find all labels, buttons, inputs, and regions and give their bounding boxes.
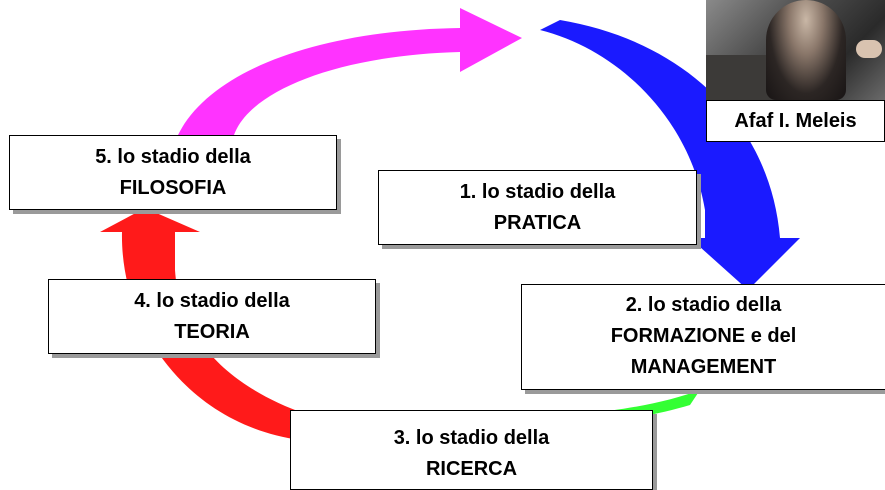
- arrow-magenta: [178, 8, 522, 135]
- arrow-blue: [540, 20, 800, 290]
- stage-4-line2: TEORIA: [174, 320, 250, 343]
- stage-4-line1: 4. lo stadio della: [134, 289, 290, 312]
- stage-1-line2: PRATICA: [493, 211, 582, 234]
- stage-3-line2: RICERCA: [425, 458, 518, 480]
- stage-2-line2: FORMAZIONE e del: [610, 325, 797, 347]
- stage-1-box: 1. lo stadio della PRATICA: [378, 170, 697, 245]
- stage-3-box: 3. lo stadio della RICERCA: [290, 410, 653, 490]
- person-shape: [766, 0, 846, 100]
- portrait-photo: [706, 0, 885, 100]
- arrow-red: [100, 208, 370, 440]
- stage-5-line2: FILOSOFIA: [119, 176, 227, 199]
- hand-shape: [856, 40, 882, 58]
- stage-5-line1: 5. lo stadio della: [95, 145, 251, 168]
- stage-3-line1: 3. lo stadio della: [393, 427, 550, 449]
- stage-2-box: 2. lo stadio della FORMAZIONE e del MANA…: [521, 284, 885, 390]
- stage-1-line1: 1. lo stadio della: [459, 180, 616, 203]
- stage-2-line3: MANAGEMENT: [630, 356, 777, 378]
- stage-4-box: 4. lo stadio della TEORIA: [48, 279, 376, 354]
- stage-5-box: 5. lo stadio della FILOSOFIA: [9, 135, 337, 210]
- stage-2-line1: 2. lo stadio della: [625, 294, 782, 316]
- photo-caption: Afaf I. Meleis: [706, 100, 885, 142]
- podium-shape: [706, 55, 776, 100]
